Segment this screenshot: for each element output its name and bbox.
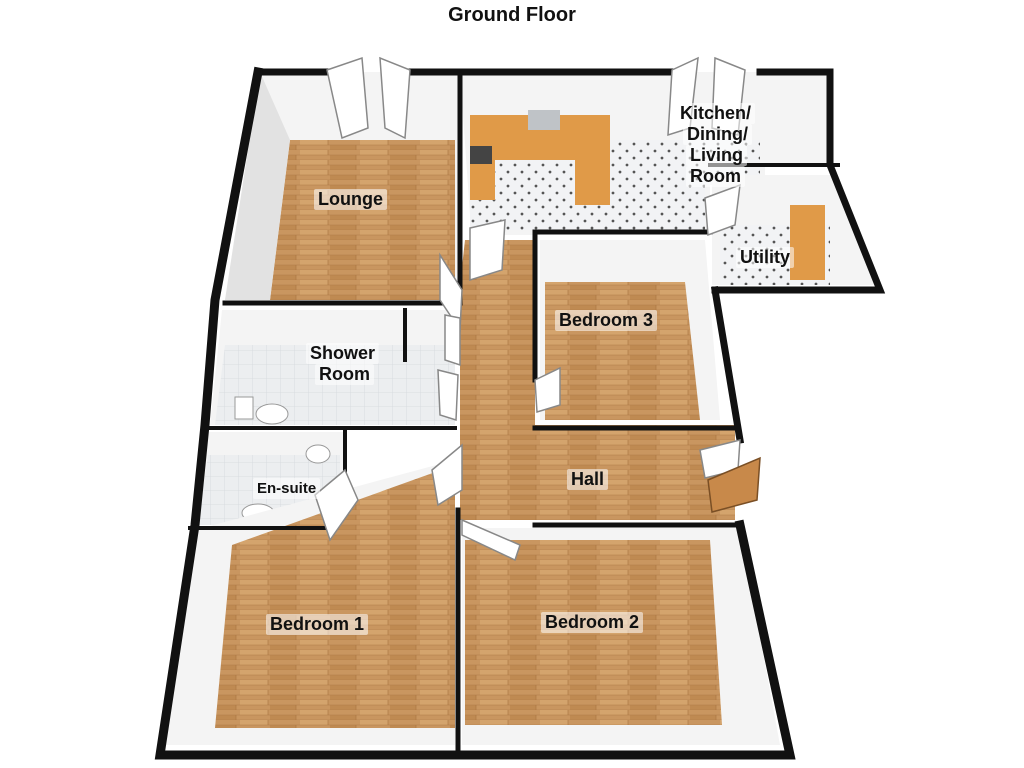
kitchen-label-line2: Dining/ (683, 124, 752, 145)
shower-room-label-line2: Room (315, 364, 374, 385)
kitchen-label-line1: Kitchen/ (676, 103, 756, 124)
floor-title: Ground Floor (448, 4, 576, 26)
bedroom3-label: Bedroom 3 (555, 310, 658, 331)
doors (314, 56, 746, 562)
hall-label: Hall (567, 469, 609, 490)
shower-room-label-line1: Shower (306, 343, 380, 364)
front-door (707, 456, 761, 513)
bedroom2-room (462, 528, 780, 745)
ensuite-label: En-suite (253, 478, 321, 499)
kitchen-label-line3: Living (686, 145, 747, 166)
bedroom1-room (160, 460, 455, 745)
bedroom1-label: Bedroom 1 (266, 614, 369, 635)
bedroom2-label: Bedroom 2 (541, 612, 644, 633)
kitchen-label-line4: Room (686, 166, 745, 187)
hall-area (460, 240, 735, 520)
walls (154, 66, 886, 760)
lounge-label: Lounge (314, 189, 387, 210)
utility-label: Utility (736, 247, 795, 268)
